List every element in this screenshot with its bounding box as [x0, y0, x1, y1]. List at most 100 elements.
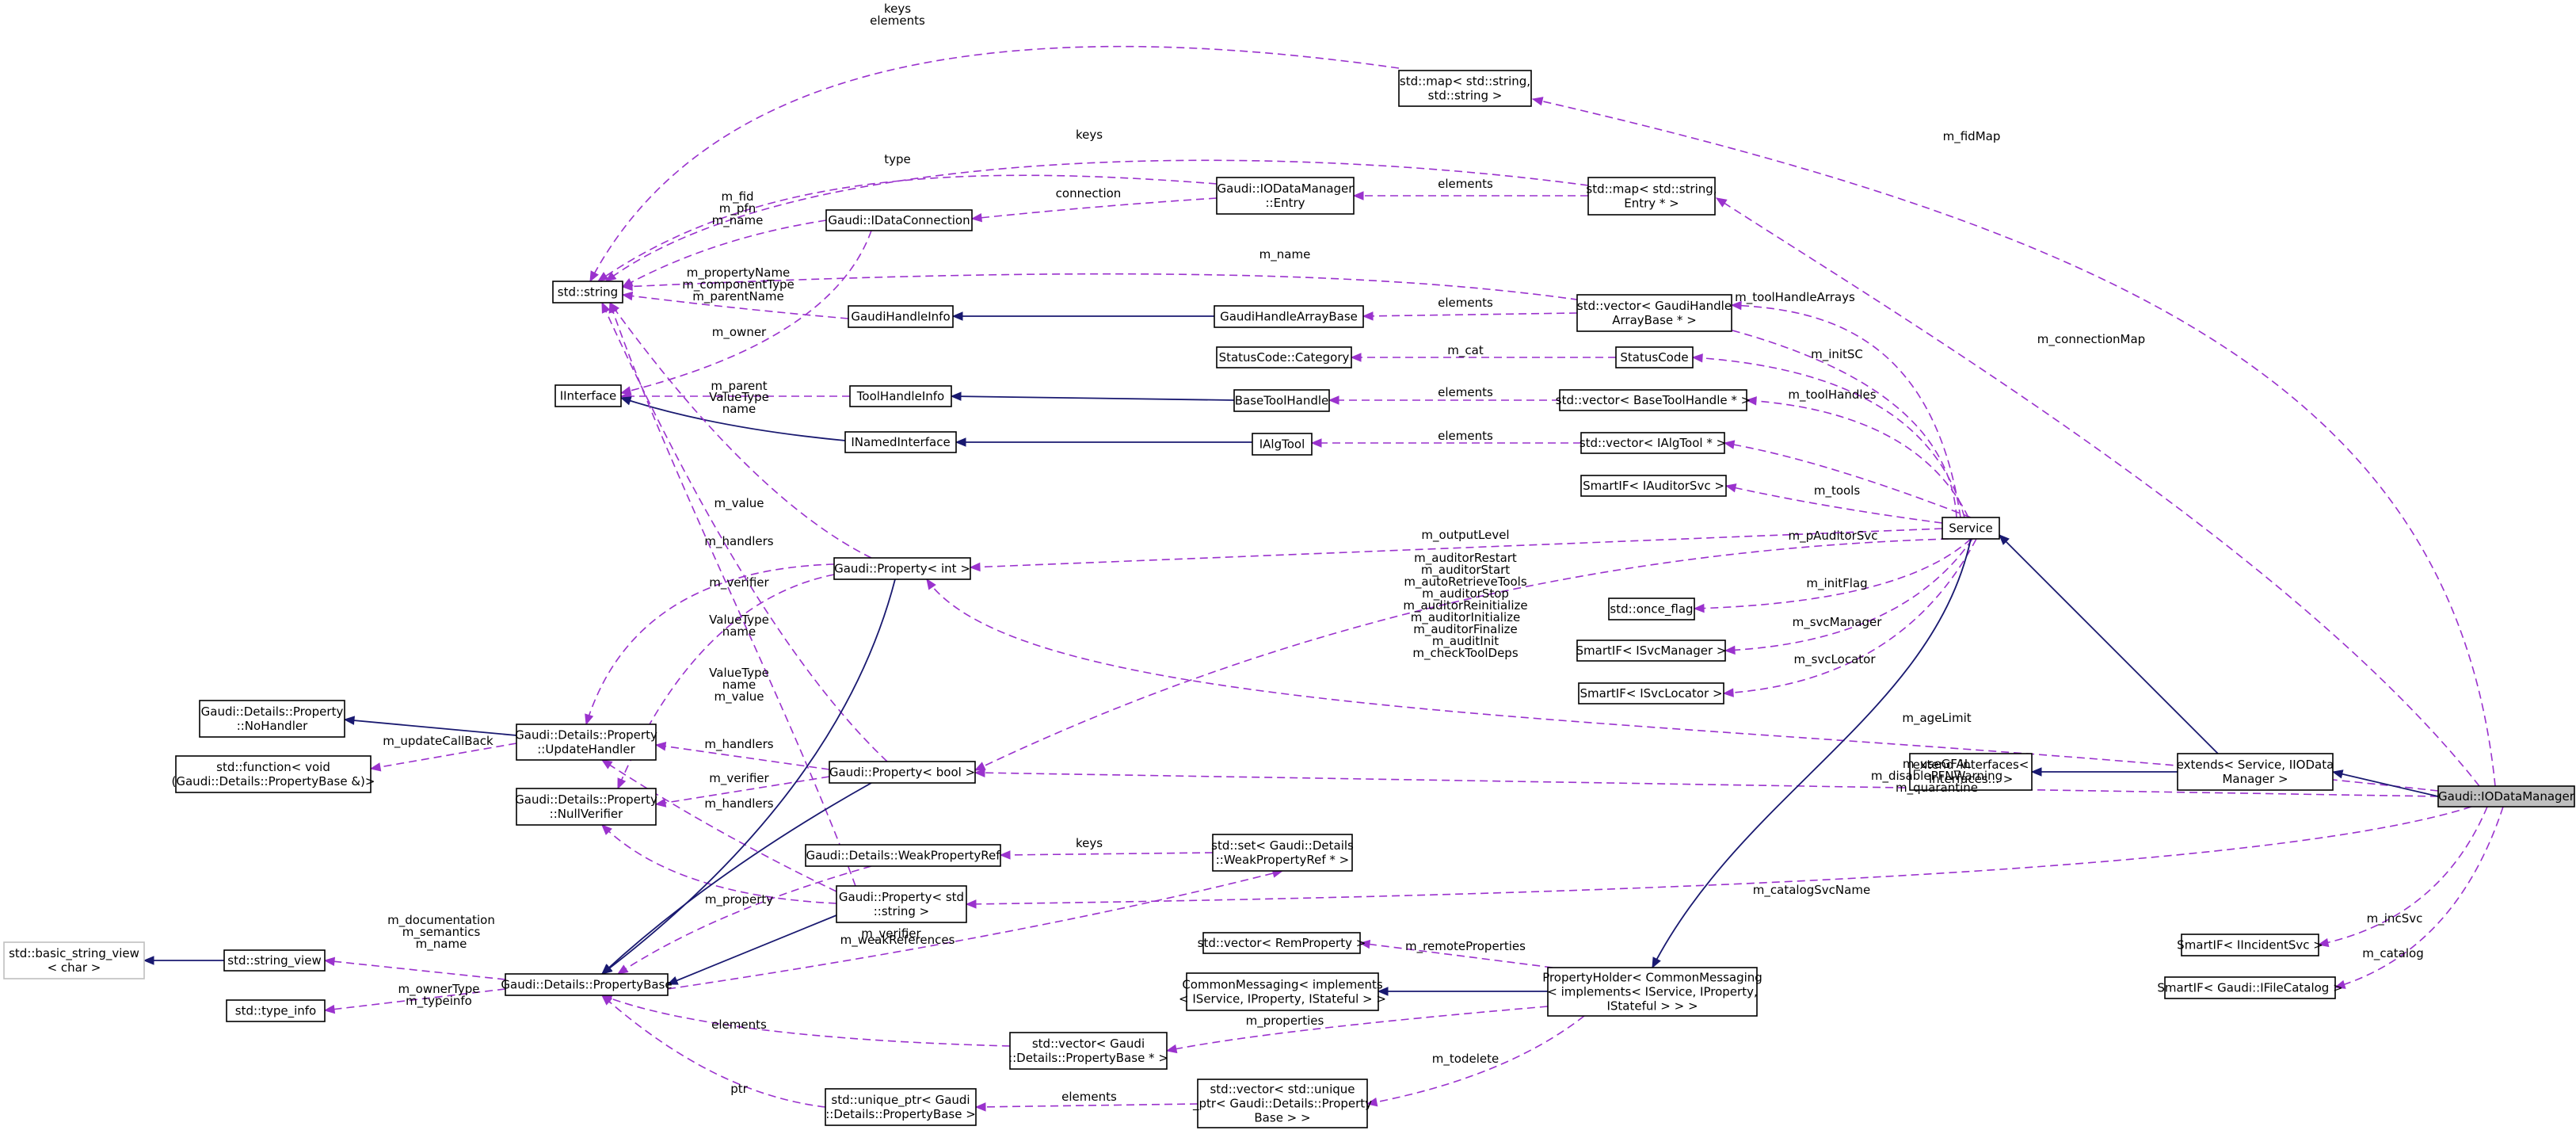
- node-box: [825, 1088, 977, 1126]
- edge-idataconn-to-iinterface: [619, 230, 872, 395]
- node-label: Service: [1949, 521, 1992, 536]
- class-node-smartif-incident[interactable]: SmartIF< IIncidentSvc >: [2177, 934, 2323, 956]
- class-node-map-ss[interactable]: std::map< std::string,std::string >: [1398, 70, 1532, 107]
- arrowhead: [974, 762, 986, 771]
- class-node-propertybase[interactable]: Gaudi::Details::PropertyBase: [501, 973, 673, 996]
- edge-label-text: ValueType: [709, 666, 769, 680]
- edge-service-to-prop-int: [969, 528, 1943, 572]
- class-node-inamedinterface[interactable]: INamedInterface: [844, 431, 957, 453]
- class-node-idataconn[interactable]: Gaudi::IDataConnection: [825, 209, 973, 231]
- edge-prop-string-to-stdstring: [608, 301, 856, 887]
- node-label: ::NullVerifier: [550, 807, 624, 821]
- class-node-smartif-filecatalog[interactable]: SmartIF< Gaudi::IFileCatalog >: [2157, 976, 2343, 999]
- class-node-unique-ptr-pb[interactable]: std::unique_ptr< Gaudi::Details::Propert…: [825, 1088, 977, 1126]
- node-box: [1615, 346, 1694, 368]
- edge-label-elements-tool: elements: [1438, 429, 1493, 443]
- class-node-basetoolhandle[interactable]: BaseToolHandle: [1233, 389, 1330, 412]
- node-label: Gaudi::IODataManager: [2438, 789, 2575, 804]
- arrowhead: [974, 1102, 986, 1112]
- class-node-statuscode-category[interactable]: StatusCode::Category: [1216, 346, 1352, 368]
- node-box: [829, 761, 976, 784]
- class-node-stdfunction[interactable]: std::function< void(Gaudi::Details::Prop…: [172, 755, 375, 793]
- class-node-prop-string[interactable]: Gaudi::Property< std::string >: [836, 885, 967, 923]
- class-node-gaudihandleinfo[interactable]: GaudiHandleInfo: [848, 305, 954, 328]
- edge-label-text: m_auditorReinitialize: [1403, 598, 1527, 613]
- edge-label-text: m_value: [714, 496, 764, 511]
- edge-iodatamanager-to-prop-int: [926, 578, 2439, 792]
- class-node-iodatamanager[interactable]: Gaudi::IODataManager: [2437, 785, 2575, 808]
- class-node-vec-remproperty[interactable]: std::vector< RemProperty >: [1198, 932, 1366, 954]
- node-box: [848, 305, 954, 328]
- node-box: [2437, 785, 2575, 808]
- class-node-commonmessaging[interactable]: CommonMessaging< implements< IService, I…: [1179, 972, 1386, 1011]
- edge-vec-gaudihandle-to-gaudihandlearraybase: [1362, 311, 1578, 321]
- class-node-smartif-auditor[interactable]: SmartIF< IAuditorSvc >: [1580, 475, 1727, 497]
- edge-prop-int-to-updatehandler: [585, 563, 835, 726]
- edge-label-text: m_name: [1259, 247, 1311, 262]
- node-label: std::map< std::string,: [1400, 74, 1530, 89]
- edge-label-text: m_initFlag: [1806, 576, 1867, 591]
- edge-map-entry-to-iodm-entry: [1352, 191, 1588, 200]
- node-label: std::vector< BaseToolHandle * >: [1556, 393, 1751, 407]
- class-node-basic-string-view[interactable]: std::basic_string_view< char >: [3, 941, 145, 979]
- class-node-vec-propertybase[interactable]: std::vector< Gaudi::Details::PropertyBas…: [1008, 1032, 1168, 1070]
- node-label: IStateful > > >: [1606, 999, 1698, 1014]
- edge-prop-bool-to-propertybase: [601, 782, 872, 975]
- edge-inamedinterface-to-iinterface: [619, 396, 846, 441]
- class-node-smartif-svclocator[interactable]: SmartIF< ISvcLocator >: [1578, 682, 1724, 704]
- class-node-updatehandler[interactable]: Gaudi::Details::Property::UpdateHandler: [515, 724, 657, 761]
- class-node-type-info[interactable]: std::type_info: [226, 999, 326, 1022]
- edge-prop-int-to-nullverifier: [617, 574, 835, 790]
- class-node-vec-basetoolhandle[interactable]: std::vector< BaseToolHandle * >: [1556, 389, 1751, 411]
- node-label: extend_interfaces<: [1913, 758, 2029, 773]
- class-node-nohandler[interactable]: Gaudi::Details::Property::NoHandler: [199, 700, 345, 738]
- node-label: ToolHandleInfo: [856, 389, 944, 403]
- edge-label-text: m_useGFAL: [1903, 757, 1972, 772]
- arrowhead: [1531, 97, 1544, 106]
- edge-label-value: m_value: [714, 496, 764, 511]
- edge-label-elements-pb: elements: [711, 1018, 767, 1032]
- edge-label-text: keys: [1076, 836, 1103, 850]
- class-node-stdstring[interactable]: std::string: [552, 281, 623, 304]
- node-label: std::vector< RemProperty >: [1198, 936, 1366, 950]
- class-node-iodm-entry[interactable]: Gaudi::IODataManager::Entry: [1216, 177, 1355, 215]
- class-node-map-entry[interactable]: std::map< std::string,Entry * >: [1586, 177, 1717, 216]
- edge-label-text: m_verifier: [861, 926, 921, 941]
- class-node-toolhandleinfo[interactable]: ToolHandleInfo: [849, 385, 952, 407]
- class-node-vec-ialgtool[interactable]: std::vector< IAlgTool * >: [1580, 432, 1726, 454]
- edge-label-property: m_property: [705, 892, 773, 907]
- node-box: [516, 724, 657, 761]
- edge-propertybase-to-set-weakpropref: [667, 869, 1284, 990]
- node-label: StatusCode: [1620, 350, 1688, 365]
- class-node-vec-gaudihandle[interactable]: std::vector< GaudiHandleArrayBase * >: [1576, 294, 1732, 332]
- class-node-gaudihandlearraybase[interactable]: GaudiHandleArrayBase: [1214, 305, 1364, 328]
- node-label: std::set< Gaudi::Details: [1211, 838, 1354, 853]
- class-node-string-view[interactable]: std::string_view: [223, 949, 326, 972]
- edge-propertyholder-to-vec-propertybase: [1165, 1006, 1549, 1054]
- edge-label-text: ValueType: [709, 613, 769, 627]
- node-label: Gaudi::Property< bool >: [829, 766, 975, 780]
- class-node-prop-int[interactable]: Gaudi::Property< int >: [833, 557, 971, 580]
- class-node-once-flag[interactable]: std::once_flag: [1608, 598, 1695, 620]
- node-box: [1909, 753, 2033, 791]
- class-node-vec-unique-ptr[interactable]: std::vector< std::unique_ptr< Gaudi::Det…: [1192, 1079, 1372, 1128]
- edge-service-to-propertyholder: [1652, 538, 1972, 969]
- class-node-weakpropref[interactable]: Gaudi::Details::WeakPropertyRef: [805, 844, 1001, 867]
- class-node-ialgtool[interactable]: IAlgTool: [1252, 433, 1313, 456]
- class-node-set-weakpropref[interactable]: std::set< Gaudi::Details::WeakPropertyRe…: [1211, 834, 1354, 872]
- class-node-propertyholder[interactable]: PropertyHolder< CommonMessaging< impleme…: [1542, 967, 1762, 1017]
- edge-label-text: m_checkToolDeps: [1412, 646, 1518, 661]
- class-node-extend-interfaces[interactable]: extend_interfaces<Interfaces... >: [1909, 753, 2033, 791]
- class-node-iinterface[interactable]: IInterface: [554, 384, 622, 407]
- edge-label-text: m_name: [712, 213, 764, 228]
- class-node-prop-bool[interactable]: Gaudi::Property< bool >: [829, 761, 976, 784]
- class-node-nullverifier[interactable]: Gaudi::Details::Property::NullVerifier: [515, 788, 657, 826]
- class-node-service[interactable]: Service: [1942, 517, 2000, 540]
- class-node-smartif-svcmanager[interactable]: SmartIF< ISvcManager >: [1576, 640, 1727, 662]
- edge-propertyholder-to-vec-unique-ptr: [1366, 1015, 1585, 1107]
- class-node-statuscode[interactable]: StatusCode: [1615, 346, 1694, 368]
- arrowhead: [601, 964, 613, 975]
- node-label: Gaudi::Details::Property: [201, 704, 344, 719]
